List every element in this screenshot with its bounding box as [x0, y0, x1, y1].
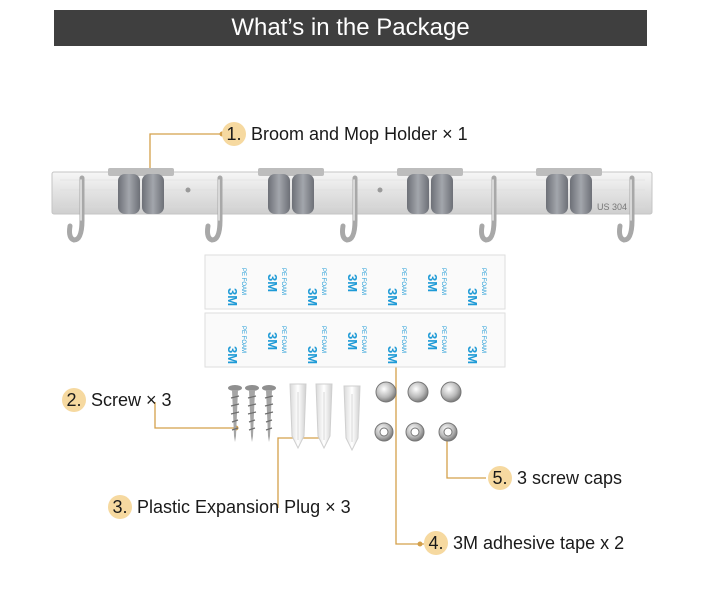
adhesive-tape-strip	[204, 312, 506, 368]
screw-cap-icon	[375, 381, 397, 403]
tape-sub-print-mark: PE FOAM	[240, 326, 246, 353]
screw-icon	[262, 385, 276, 442]
tape-sub-print-mark: PE FOAM	[440, 326, 446, 353]
expansion-plugs	[289, 383, 361, 452]
tape-print-mark: 3M	[425, 332, 440, 350]
callout-number: 1.	[222, 122, 246, 146]
callout-number: 3.	[108, 495, 132, 519]
tape-print-mark: 3M	[305, 346, 320, 364]
screw-icon	[245, 385, 259, 442]
callout-number: 4.	[424, 531, 448, 555]
tape-sub-print-mark: PE FOAM	[320, 268, 326, 295]
screw-icon	[228, 385, 242, 442]
leader-line-holder	[149, 133, 222, 176]
leader-line-screw	[154, 402, 236, 429]
tape-print-mark: 3M	[425, 274, 440, 292]
tape-print-mark: 3M	[385, 288, 400, 306]
clamp-icon	[536, 168, 602, 214]
hook-icon	[617, 175, 635, 243]
tape-print-mark: 3M	[345, 332, 360, 350]
expansion-plug-icon	[315, 383, 333, 450]
tape-print-mark: 3M	[345, 274, 360, 292]
tape-print-mark: 3M	[265, 332, 280, 350]
leader-line-plug	[277, 437, 325, 508]
callout-label: Screw × 3	[91, 389, 172, 410]
tape-sub-print-mark: PE FOAM	[480, 268, 486, 295]
hook-icon	[479, 175, 497, 243]
hook-icon	[67, 175, 85, 243]
rail-engraving: US 304	[597, 202, 627, 212]
callout-number: 5.	[488, 466, 512, 490]
rail-bar	[51, 171, 653, 215]
callout-tape: 4. 3M adhesive tape x 2	[424, 531, 624, 555]
tape-sub-print-mark: PE FOAM	[400, 268, 406, 295]
leader-line-caps	[446, 438, 486, 479]
tape-print-mark: 3M	[265, 274, 280, 292]
tape-sub-print-mark: PE FOAM	[280, 268, 286, 295]
screw-caps	[374, 381, 462, 442]
nut-icon	[438, 422, 458, 442]
tape-sub-print-mark: PE FOAM	[400, 326, 406, 353]
rail-mount-hole	[185, 187, 191, 193]
callout-label: 3 screw caps	[517, 467, 623, 488]
callout-label: Plastic Expansion Plug × 3	[137, 496, 351, 517]
nut-icon	[374, 422, 394, 442]
screws	[228, 385, 276, 442]
tape-sub-print-mark: PE FOAM	[480, 326, 486, 353]
tape-sub-print-mark: PE FOAM	[320, 326, 326, 353]
screw-cap-icon	[440, 381, 462, 403]
hook-icon	[205, 175, 223, 243]
callout-caps: 5. 3 screw caps	[488, 466, 622, 490]
tape-print-mark: 3M	[305, 288, 320, 306]
adhesive-tape-strip	[204, 254, 506, 310]
tape-sub-print-mark: PE FOAM	[280, 326, 286, 353]
package-title: What’s in the Package	[231, 14, 470, 41]
rail-mount-hole	[377, 187, 383, 193]
callout-label: Broom and Mop Holder × 1	[251, 123, 468, 144]
expansion-plug-icon	[343, 385, 361, 452]
nut-icon	[405, 422, 425, 442]
tape-sub-print-mark: PE FOAM	[360, 268, 366, 295]
callout-number: 2.	[62, 388, 86, 412]
tape-sub-print-mark: PE FOAM	[360, 326, 366, 353]
callout-plug: 3. Plastic Expansion Plug × 3	[108, 495, 351, 519]
screw-cap-icon	[407, 381, 429, 403]
tape-print-mark: 3M	[465, 346, 480, 364]
package-title-banner: What’s in the Package	[54, 10, 647, 46]
tape-print-mark: 3M	[225, 346, 240, 364]
callout-screw: 2. Screw × 3	[62, 388, 172, 412]
hook-icon	[340, 175, 358, 243]
clamp-icon	[258, 168, 324, 214]
tape-sub-print-mark: PE FOAM	[440, 268, 446, 295]
expansion-plug-icon	[289, 383, 307, 450]
clamp-icon	[108, 168, 174, 214]
tape-print-mark: 3M	[225, 288, 240, 306]
callout-holder: 1. Broom and Mop Holder × 1	[222, 122, 468, 146]
mop-holder: US 304	[51, 168, 653, 243]
callout-label: 3M adhesive tape x 2	[453, 532, 625, 553]
tape-sub-print-mark: PE FOAM	[240, 268, 246, 295]
tape-print-mark: 3M	[385, 346, 400, 364]
clamp-icon	[397, 168, 463, 214]
tape-print-mark: 3M	[465, 288, 480, 306]
